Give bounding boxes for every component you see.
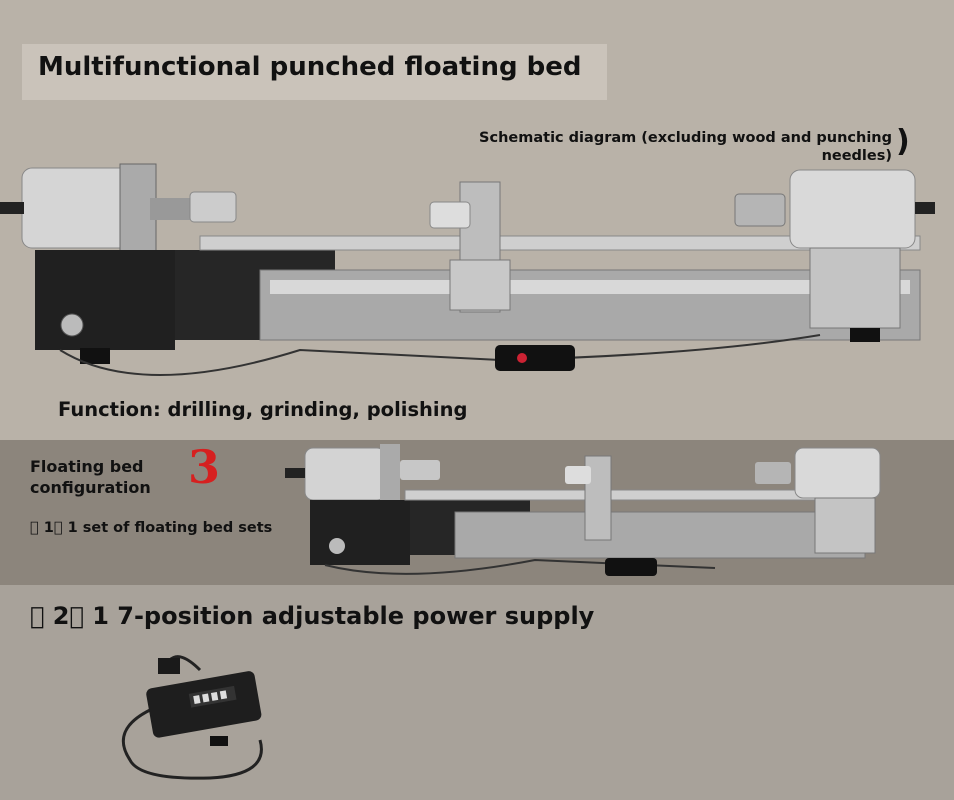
main-title: Multifunctional punched floating bed (38, 52, 582, 82)
config-label: Floating bed configuration (30, 457, 151, 497)
title-highlight (22, 44, 607, 100)
item-2-text:   2  1 7-position adjustable power suppl… (30, 602, 595, 630)
schematic-bracket: ) (896, 124, 910, 159)
floating-bed-large-image (0, 163, 935, 376)
item-1-text:   1  1 set of floating bed sets (30, 520, 273, 536)
power-supply-image (121, 655, 263, 780)
floating-bed-small-image (285, 444, 881, 576)
config-number: 3 (188, 440, 221, 494)
schematic-note: Schematic diagram (excluding wood and pu… (479, 130, 892, 164)
function-text: Function: drilling, grinding, polishing (58, 398, 468, 421)
